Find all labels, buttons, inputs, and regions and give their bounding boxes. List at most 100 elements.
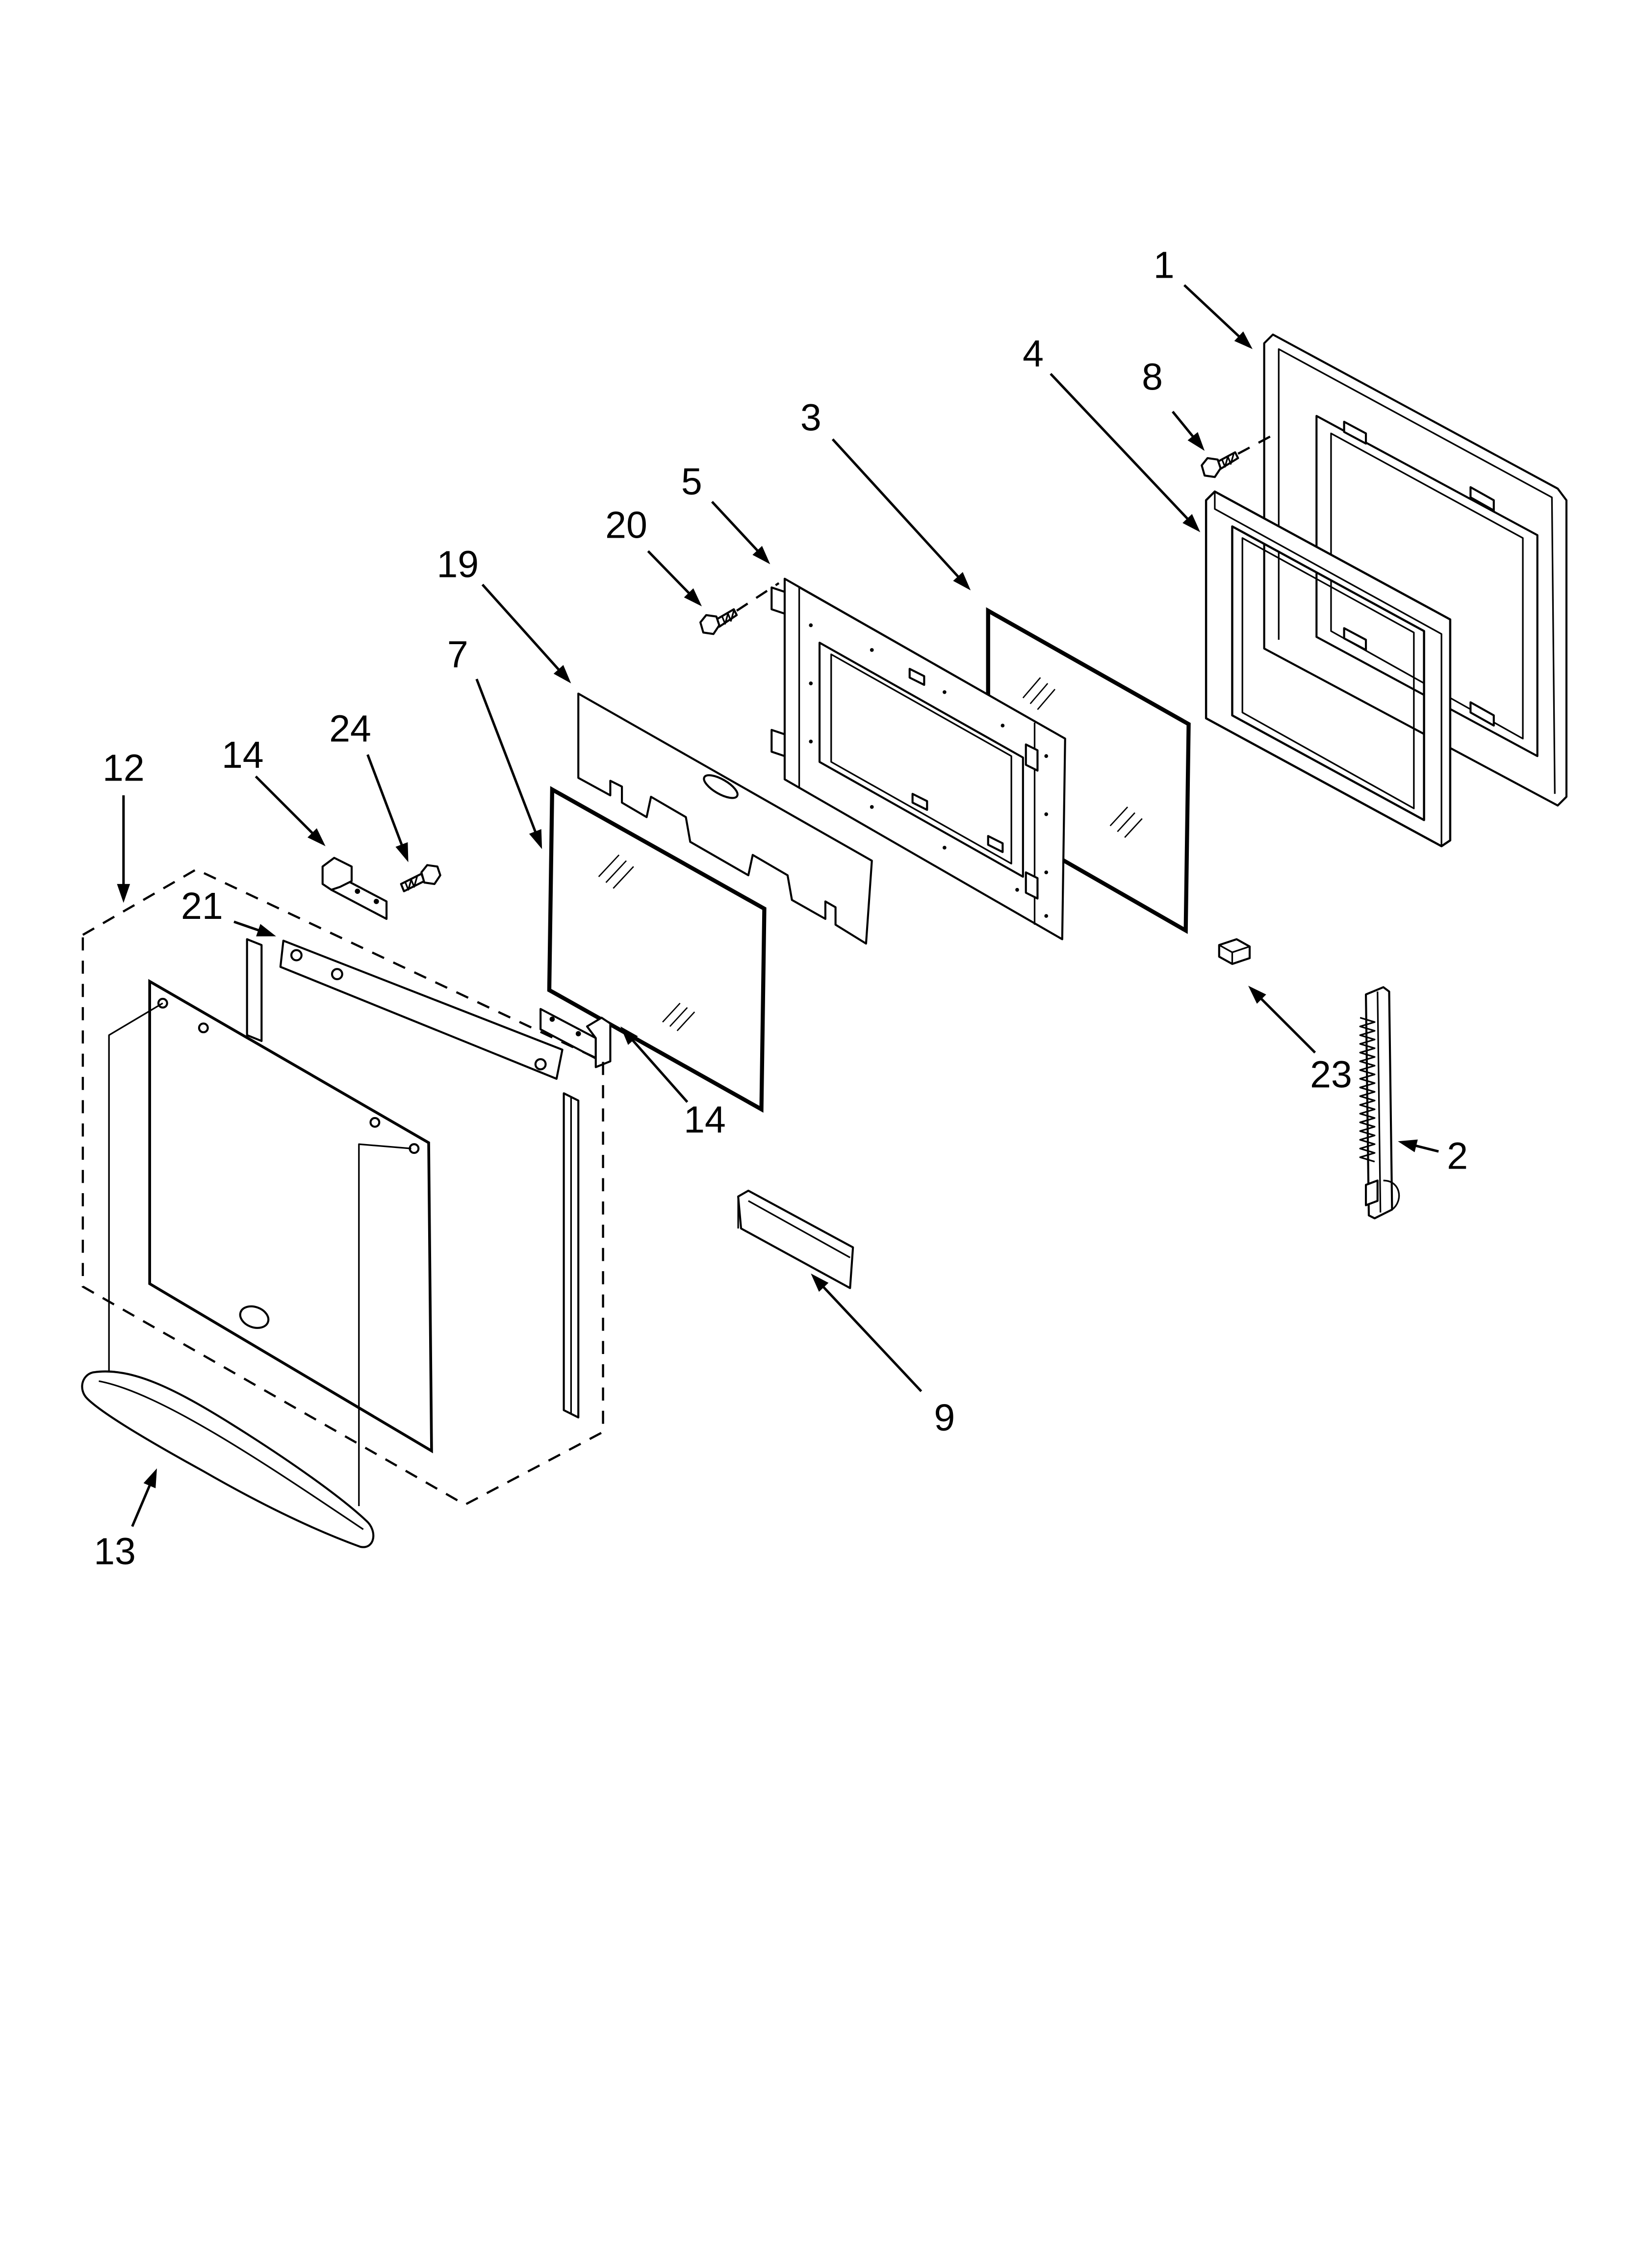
liner-hole [1044, 914, 1049, 918]
strip-21-hole [331, 968, 343, 981]
glass-7-reflection [613, 866, 634, 889]
glass-7-reflection [605, 860, 627, 883]
part-5-inner-door-liner [770, 577, 1066, 940]
liner-hole [1044, 870, 1049, 875]
part-14-bracket-upper [321, 857, 388, 920]
frame-tab [1469, 486, 1495, 512]
leader-24-arrowhead [395, 842, 409, 862]
liner-hole [1001, 724, 1005, 728]
callout-23: 23 [1310, 1054, 1352, 1096]
callout-14-upper: 14 [222, 734, 264, 776]
leader-20 [647, 550, 692, 596]
leader-lines [117, 284, 1439, 1527]
glass-3-reflection [1117, 812, 1135, 833]
screw-24-head [420, 864, 441, 885]
leader-19-arrowhead [553, 665, 571, 684]
outer-glass-hole [198, 1022, 209, 1034]
liner-slot [911, 793, 928, 811]
leader-14-upper [255, 775, 315, 836]
inner-frame-edge [1214, 491, 1442, 846]
outer-door-glass [148, 979, 433, 1454]
callout-21: 21 [181, 885, 223, 927]
part-23-clip [1218, 938, 1251, 965]
part-4-inner-frame [1205, 490, 1452, 848]
screw-20-head [699, 614, 720, 635]
glass-3-reflection [1109, 806, 1129, 827]
glass-7-reflection [662, 1002, 681, 1023]
leader-7-arrowhead [529, 829, 542, 849]
screw-8-head [1201, 457, 1222, 478]
liner-slot [908, 668, 925, 686]
leader-12-arrowhead [117, 884, 130, 903]
liner-tab [770, 729, 786, 757]
leader-7 [475, 678, 538, 835]
part-7-glass [547, 786, 767, 1113]
glass-7-reflection [669, 1007, 688, 1027]
hinge-2-edge [1377, 991, 1382, 1213]
leader-1-arrowhead [1234, 331, 1253, 349]
bracket-lower-hole [575, 1031, 581, 1037]
liner-hole [809, 739, 813, 744]
leader-5 [711, 500, 760, 553]
inner-frame-lip [1241, 537, 1415, 809]
handle-13-highlight [99, 1380, 364, 1530]
part-12-assembly-outline [81, 868, 604, 1506]
part-8-screw [1201, 431, 1280, 478]
callout-12: 12 [103, 747, 145, 789]
shield-19-panel [577, 692, 873, 945]
leader-9 [821, 1284, 923, 1392]
leader-4-arrowhead [1182, 514, 1201, 532]
hinge-2-tab [1364, 1179, 1379, 1206]
callout-13: 13 [94, 1530, 136, 1572]
handle-13-body [81, 1370, 375, 1548]
bracket-upper-flange [321, 857, 353, 891]
callout-7: 7 [447, 633, 468, 676]
screw-20-thread [721, 610, 735, 625]
glass-3-reflection [1037, 689, 1056, 710]
glass-7-reflection [676, 1011, 695, 1032]
leader-13-arrowhead [143, 1468, 157, 1488]
leader-1 [1183, 284, 1242, 339]
leader-20-arrowhead [684, 588, 702, 606]
frame-tab [1469, 701, 1495, 727]
trim-9-body [737, 1189, 854, 1289]
liner-hole [1015, 887, 1019, 892]
callout-3: 3 [800, 396, 821, 439]
liner-hole [870, 805, 874, 809]
liner-tab [770, 586, 786, 615]
part-24-screw [400, 864, 441, 892]
strip-21-hole [534, 1058, 547, 1070]
leader-21-arrowhead [256, 924, 276, 937]
callout-labels: 1 2 3 4 5 7 8 9 12 13 14 14 19 20 21 23 … [94, 244, 1468, 1572]
strip-21-hole [290, 949, 303, 962]
callout-20: 20 [605, 504, 647, 547]
liner-hole [1044, 812, 1049, 816]
callout-4: 4 [1023, 333, 1044, 375]
callout-24: 24 [329, 708, 371, 750]
screw-24-thread [405, 876, 418, 891]
liner-hole [809, 623, 813, 627]
frame-tab [1343, 627, 1367, 651]
strip-21-body [279, 939, 564, 1080]
liner-hole [870, 648, 874, 652]
part-9-trim [737, 1189, 854, 1289]
liner-window-inner [830, 653, 1012, 865]
part-20-screw [699, 582, 780, 635]
callout-14-lower: 14 [684, 1099, 726, 1141]
liner-hole [942, 845, 947, 850]
outer-glass-lock-hole [239, 1305, 270, 1329]
liner-right-tab [1025, 871, 1039, 900]
leader-8 [1172, 411, 1196, 440]
liner-hole [1044, 754, 1049, 758]
leader-5-arrowhead [752, 546, 770, 565]
leader-8-arrowhead [1187, 432, 1205, 451]
hinge-2-hook [1383, 1179, 1400, 1210]
glass-3-reflection [1022, 677, 1041, 699]
liner-slot [987, 835, 1004, 853]
liner-hole [809, 681, 813, 685]
liner-window-outer [818, 641, 1024, 878]
screw-8-thread [1221, 453, 1235, 468]
glass-7-reflection [598, 854, 620, 877]
part-21-strip [279, 939, 564, 1080]
